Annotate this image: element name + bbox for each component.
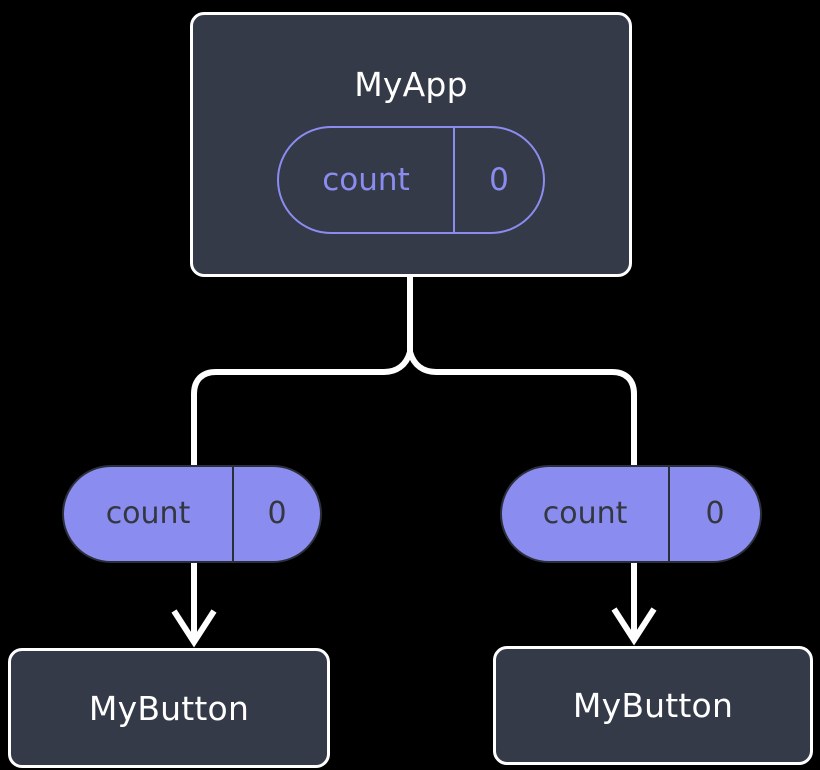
state-pill-myapp-count-key: count [322,161,410,198]
node-mybutton-left-label: MyButton [88,688,250,728]
arrowhead-right [611,607,657,646]
node-myapp-label: MyApp [354,65,468,104]
node-mybutton-right[interactable]: MyButton [493,646,813,765]
state-pill-right-count-key: count [542,496,628,531]
state-pill-myapp-count[interactable]: count 0 [277,126,545,234]
state-pill-right-count-value: 0 [668,467,760,561]
node-mybutton-left[interactable]: MyButton [8,648,330,768]
state-pill-left-count-key: count [105,496,191,531]
node-mybutton-right-label: MyButton [572,686,734,725]
edge-myapp-to-state-right [407,351,637,468]
state-pill-right-count[interactable]: count 0 [500,465,762,563]
edge-myapp-to-state-left [191,351,413,468]
state-pill-myapp-count-value: 0 [453,128,543,232]
state-pill-left-count-value: 0 [232,467,320,561]
state-pill-left-count[interactable]: count 0 [62,465,322,563]
arrowhead-left [171,609,217,648]
